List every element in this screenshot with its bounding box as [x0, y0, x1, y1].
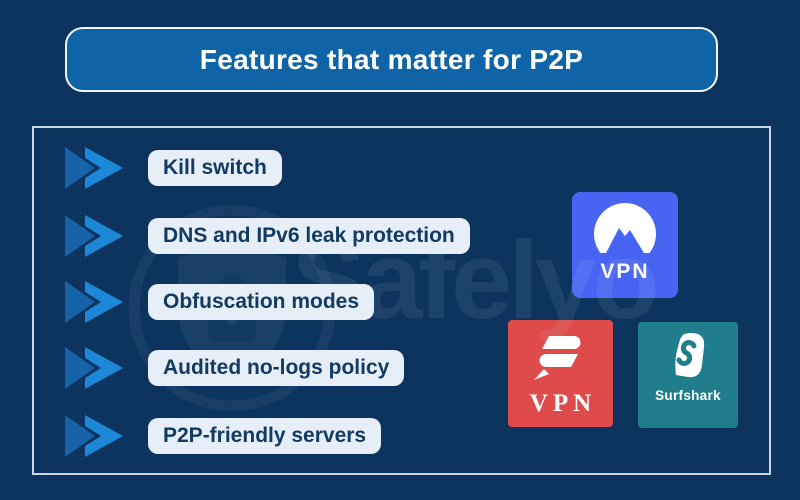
logo-label: Surfshark [655, 388, 721, 403]
feature-pill: Obfuscation modes [148, 284, 375, 320]
double-chevron-right-icon [65, 215, 123, 257]
feature-row: Obfuscation modes [65, 281, 375, 323]
double-chevron-right-icon [65, 147, 123, 189]
double-chevron-right-icon [65, 415, 123, 457]
nordvpn-logo: VPN [572, 192, 678, 298]
feature-row: Audited no-logs policy [65, 347, 405, 389]
double-chevron-right-icon [65, 347, 123, 389]
feature-pill: P2P-friendly servers [148, 418, 382, 454]
express-bars-icon [533, 336, 580, 380]
page-title: Features that matter for P2P [199, 43, 584, 75]
surfshark-s-icon [675, 333, 705, 378]
feature-row: Kill switch [65, 147, 282, 189]
feature-row: P2P-friendly servers [65, 415, 382, 457]
expressvpn-logo: VPN [508, 320, 613, 427]
logo-label: VPN [600, 260, 650, 283]
feature-pill: DNS and IPv6 leak protection [148, 218, 470, 254]
feature-row: DNS and IPv6 leak protection [65, 215, 470, 257]
feature-pill: Audited no-logs policy [148, 350, 405, 386]
mountain-in-circle-icon [594, 203, 656, 253]
logo-label: VPN [529, 390, 597, 417]
double-chevron-right-icon [65, 281, 123, 323]
feature-pill: Kill switch [148, 150, 282, 186]
title-banner: Features that matter for P2P [65, 27, 718, 92]
content-frame [32, 126, 771, 475]
surfshark-logo: Surfshark [638, 322, 738, 428]
